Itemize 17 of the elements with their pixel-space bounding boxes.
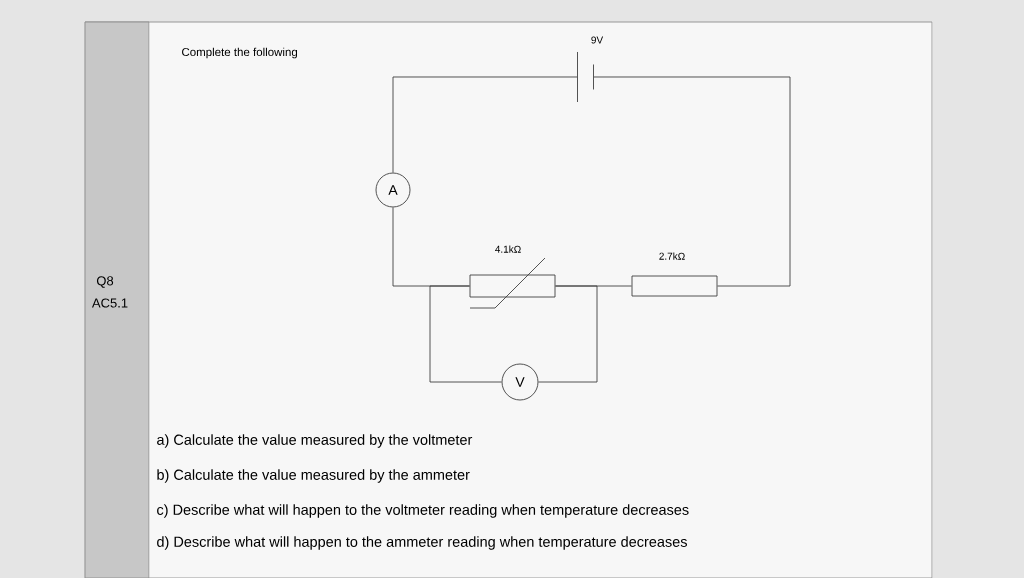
value-label: 2.7kΩ bbox=[659, 252, 685, 260]
resistor-symbol bbox=[631, 275, 718, 297]
value-label: 4.1kΩ bbox=[495, 245, 521, 253]
heading-text: Complete the following bbox=[182, 47, 297, 59]
battery-symbol bbox=[577, 51, 594, 103]
value-label: 9V bbox=[591, 36, 604, 44]
wire bbox=[538, 285, 598, 383]
question-text: a) Calculate the value measured by the voltmeter bbox=[157, 434, 473, 448]
wire bbox=[593, 76, 791, 287]
question-text: d) Describe what will happen to the ammeter reading when temperature decreases bbox=[157, 536, 687, 550]
wire bbox=[392, 76, 578, 173]
question-number: Q8 bbox=[96, 276, 114, 288]
thermistor-symbol bbox=[469, 257, 556, 309]
question-number: AC5.1 bbox=[91, 298, 128, 308]
question-text: c) Describe what will happen to the voltmeter reading when temperature decreases bbox=[157, 504, 689, 518]
question-text: b) Calculate the value measured by the ammeter bbox=[157, 469, 470, 483]
wire bbox=[429, 285, 502, 383]
